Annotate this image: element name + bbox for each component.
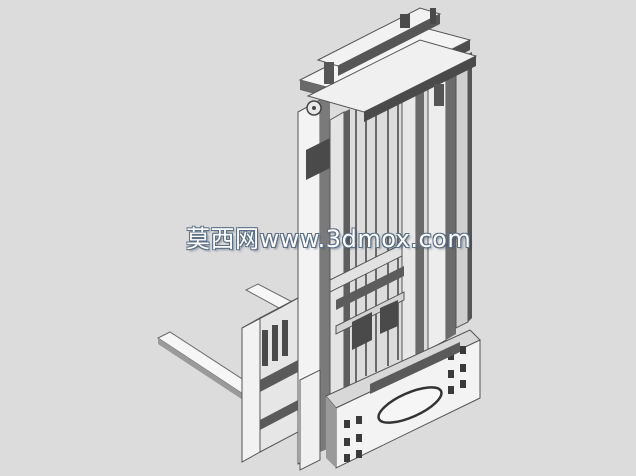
watermark-text: 莫西网www.3dmox.com: [186, 225, 472, 253]
carriage: [241, 297, 299, 463]
base-frame: [303, 329, 481, 469]
mast-crossbars: [329, 243, 405, 350]
mast-top-header: [298, 7, 478, 122]
mast-column-left-lower: [299, 369, 321, 471]
